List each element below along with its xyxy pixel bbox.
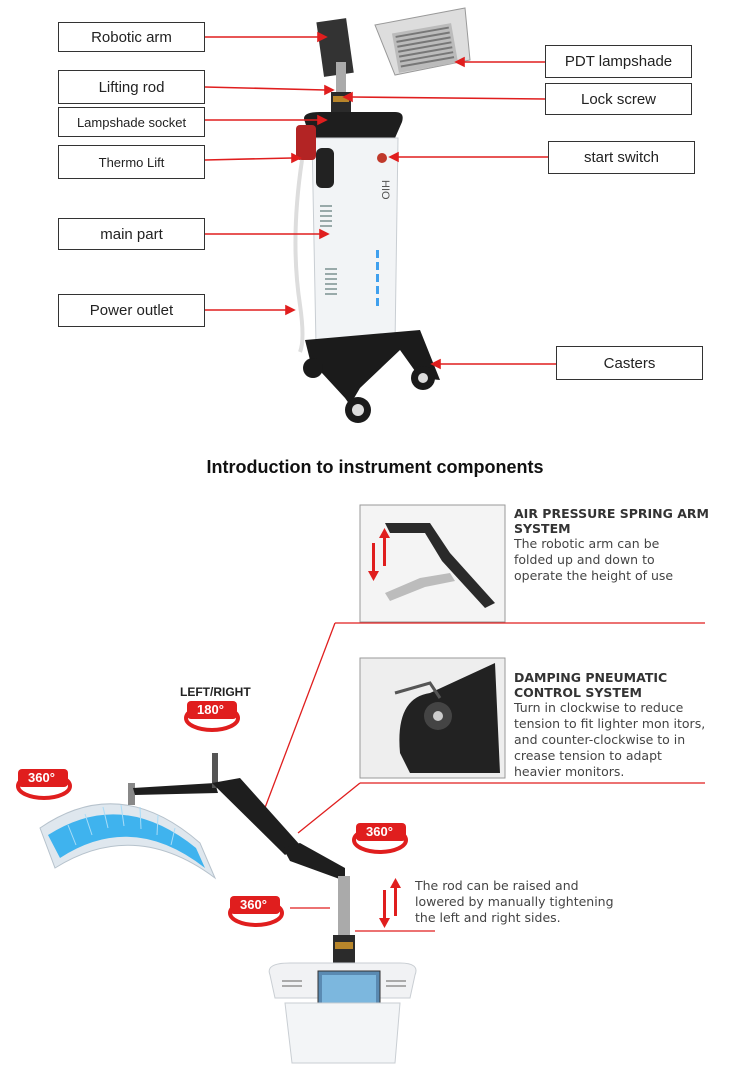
damping-body-3: and counter-clockwise to in: [514, 732, 686, 747]
air-pressure-body-3: operate the height of use: [514, 568, 674, 583]
label-lampshade-socket: Lampshade socket: [58, 107, 205, 137]
rod-note-line-3: the left and right sides.: [415, 910, 561, 925]
air-pressure-body-2: folded up and down to: [514, 552, 655, 567]
damping-heading-1: DAMPING PNEUMATIC: [514, 670, 668, 685]
deg-360-left-label: 360°: [28, 770, 55, 785]
label-power-outlet: Power outlet: [58, 294, 205, 327]
device-illustration: HIO: [204, 7, 556, 423]
air-pressure-body-1: The robotic arm can be: [514, 536, 660, 551]
rod-note: The rod can be raised and lowered by man…: [415, 878, 645, 926]
label-main-part: main part: [58, 218, 205, 250]
damping-heading-2: CONTROL SYSTEM: [514, 685, 642, 700]
label-pdt-lampshade: PDT lampshade: [545, 45, 692, 78]
rod-note-line-2: lowered by manually tightening: [415, 894, 614, 909]
label-lifting-rod: Lifting rod: [58, 70, 205, 104]
section-title: Introduction to instrument components: [206, 457, 544, 477]
label-lock-screw: Lock screw: [545, 83, 692, 115]
left-right-label: LEFT/RIGHT: [180, 685, 251, 699]
air-pressure-heading-2: SYSTEM: [514, 521, 571, 536]
damping-body-4: crease tension to adapt: [514, 748, 662, 763]
label-casters: Casters: [556, 346, 703, 380]
damping-body-5: heavier monitors.: [514, 764, 625, 779]
arm-illustration: [16, 504, 705, 1064]
rod-note-line-1: The rod can be raised and: [415, 878, 579, 893]
damping-body-2: tension to fit lighter mon itors,: [514, 716, 706, 731]
deg-360-right-label: 360°: [366, 824, 393, 839]
air-pressure-panel-text: AIR PRESSURE SPRING ARM SYSTEM The robot…: [514, 506, 744, 584]
label-start-switch: start switch: [548, 141, 695, 174]
damping-body-1: Turn in clockwise to reduce: [514, 700, 684, 715]
rotation-badge-180: [184, 701, 240, 732]
label-thermo-lift: Thermo Lift: [58, 145, 205, 179]
svg-text:HIO: HIO: [379, 180, 391, 200]
rotation-badge-360-right: [352, 823, 408, 854]
deg-180-label: 180°: [197, 702, 224, 717]
damping-panel-text: DAMPING PNEUMATIC CONTROL SYSTEM Turn in…: [514, 670, 746, 780]
rotation-badge-360-left: [16, 769, 72, 800]
rotation-badge-360-bottom: [228, 896, 284, 927]
label-robotic-arm: Robotic arm: [58, 22, 205, 52]
air-pressure-heading-1: AIR PRESSURE SPRING ARM: [514, 506, 709, 521]
deg-360-bottom-label: 360°: [240, 897, 267, 912]
